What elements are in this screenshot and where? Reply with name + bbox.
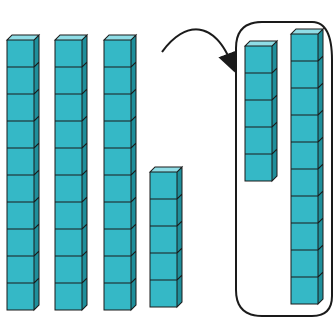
unit-cube (148, 165, 184, 201)
blocks-layer (5, 27, 325, 312)
unit-cube (54, 87, 88, 123)
unit-cube (103, 60, 137, 96)
unit-cube (149, 273, 183, 309)
unit-cube (103, 168, 137, 204)
unit-cube (6, 276, 40, 312)
unit-cube (6, 60, 40, 96)
unit-cube (6, 168, 40, 204)
unit-cube (5, 33, 41, 69)
unit-cube (54, 276, 88, 312)
unit-cube (6, 87, 40, 123)
unit-cube (6, 222, 40, 258)
unit-cube (290, 54, 324, 90)
unit-cube (103, 195, 137, 231)
unit-cube (149, 246, 183, 282)
unit-cube (290, 270, 324, 306)
unit-cube (53, 33, 89, 69)
unit-cube (290, 216, 324, 252)
unit-cube (289, 27, 325, 63)
regroup-enclosure (235, 21, 333, 317)
unit-cube (102, 33, 138, 69)
unit-cube (244, 66, 278, 102)
unit-cube (54, 222, 88, 258)
unit-cube (103, 249, 137, 285)
unit-cube (54, 141, 88, 177)
unit-cube (243, 39, 279, 75)
unit-cube (290, 135, 324, 171)
unit-cube (290, 162, 324, 198)
unit-cube (54, 195, 88, 231)
unit-cube (244, 120, 278, 156)
unit-cube (103, 114, 137, 150)
regrouped-ones-stack (243, 39, 279, 183)
regrouped-ten-rod (289, 27, 325, 306)
unit-cube (6, 141, 40, 177)
unit-cube (244, 93, 278, 129)
ten-rod (53, 33, 89, 312)
unit-cube (290, 189, 324, 225)
ten-rod (5, 33, 41, 312)
ten-rod (102, 33, 138, 312)
unit-cube (54, 168, 88, 204)
unit-cube (290, 81, 324, 117)
unit-cube (149, 219, 183, 255)
unit-cube (6, 114, 40, 150)
ones-stack (148, 165, 184, 309)
regroup-arrow (161, 28, 238, 73)
